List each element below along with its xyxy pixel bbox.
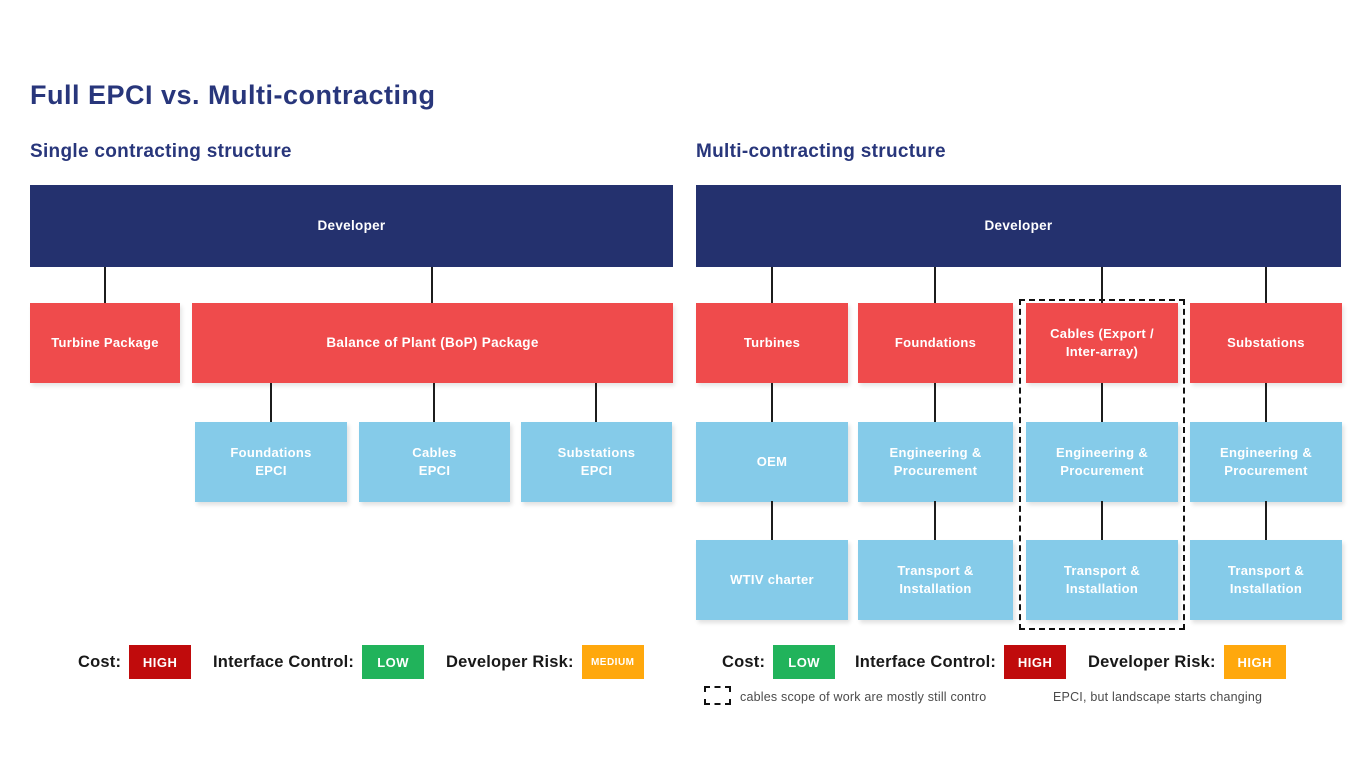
connector-line — [934, 501, 936, 540]
footnote-text-part1: cables scope of work are mostly still co… — [740, 690, 987, 704]
page-title: Full EPCI vs. Multi-contracting — [30, 80, 436, 110]
cost-label: Cost: — [722, 652, 766, 671]
right-engineering-procurement-box: Engineering & Procurement — [1026, 422, 1178, 502]
left-turbine-package-box: Turbine Package — [30, 303, 180, 383]
interface-control-label: Interface Control: — [855, 652, 997, 671]
developer-risk-label: Developer Risk: — [1088, 652, 1216, 671]
cost-label: Cost: — [78, 652, 122, 671]
connector-line — [431, 267, 433, 303]
interface-control-badge: HIGH — [1004, 645, 1067, 679]
connector-line — [934, 267, 936, 303]
developer-risk-badge: MEDIUM — [581, 645, 644, 679]
connector-line — [433, 383, 435, 422]
left-cables-epci-box: Cables EPCI — [359, 422, 510, 502]
right-substations-box: Substations — [1190, 303, 1342, 383]
right-legend-developer-risk: Developer Risk: HIGH — [1088, 645, 1286, 679]
connector-line — [1265, 383, 1267, 422]
connector-line — [1101, 501, 1103, 540]
interface-control-label: Interface Control: — [213, 652, 355, 671]
footnote-text-part2: EPCI, but landscape starts changing — [1053, 690, 1263, 704]
left-bop-package-box: Balance of Plant (BoP) Package — [192, 303, 673, 383]
right-transport-installation-box: Transport & Installation — [858, 540, 1013, 620]
left-foundations-epci-box: Foundations EPCI — [195, 422, 347, 502]
developer-risk-label: Developer Risk: — [446, 652, 574, 671]
right-foundations-box: Foundations — [858, 303, 1013, 383]
developer-risk-badge: HIGH — [1223, 645, 1286, 679]
right-transport-installation-box: Transport & Installation — [1026, 540, 1178, 620]
left-legend-cost: Cost: HIGH — [78, 645, 192, 679]
connector-line — [595, 383, 597, 422]
right-engineering-procurement-box: Engineering & Procurement — [1190, 422, 1342, 502]
interface-control-badge: LOW — [362, 645, 425, 679]
connector-line — [771, 501, 773, 540]
connector-line — [934, 383, 936, 422]
dashed-box-legend-icon — [704, 686, 731, 705]
left-section-heading: Single contracting structure — [30, 141, 292, 162]
right-transport-installation-box: Transport & Installation — [1190, 540, 1342, 620]
right-section-heading: Multi-contracting structure — [696, 141, 946, 162]
cost-badge: HIGH — [129, 645, 192, 679]
connector-line — [104, 267, 106, 303]
connector-line — [1265, 501, 1267, 540]
connector-line — [1101, 267, 1103, 303]
connector-line — [771, 267, 773, 303]
left-developer-box: Developer — [30, 185, 673, 267]
right-legend-cost: Cost: LOW — [722, 645, 836, 679]
connector-line — [1265, 267, 1267, 303]
right-cables-box: Cables (Export / Inter-array) — [1026, 303, 1178, 383]
right-engineering-procurement-box: Engineering & Procurement — [858, 422, 1013, 502]
right-legend-interface-control: Interface Control: HIGH — [855, 645, 1067, 679]
cost-badge: LOW — [773, 645, 836, 679]
left-legend-developer-risk: Developer Risk: MEDIUM — [446, 645, 644, 679]
right-developer-box: Developer — [696, 185, 1341, 267]
left-legend-interface-control: Interface Control: LOW — [213, 645, 425, 679]
left-substations-epci-box: Substations EPCI — [521, 422, 672, 502]
right-wtiv-charter-box: WTIV charter — [696, 540, 848, 620]
right-oem-box: OEM — [696, 422, 848, 502]
connector-line — [1101, 383, 1103, 422]
connector-line — [270, 383, 272, 422]
right-turbines-box: Turbines — [696, 303, 848, 383]
connector-line — [771, 383, 773, 422]
